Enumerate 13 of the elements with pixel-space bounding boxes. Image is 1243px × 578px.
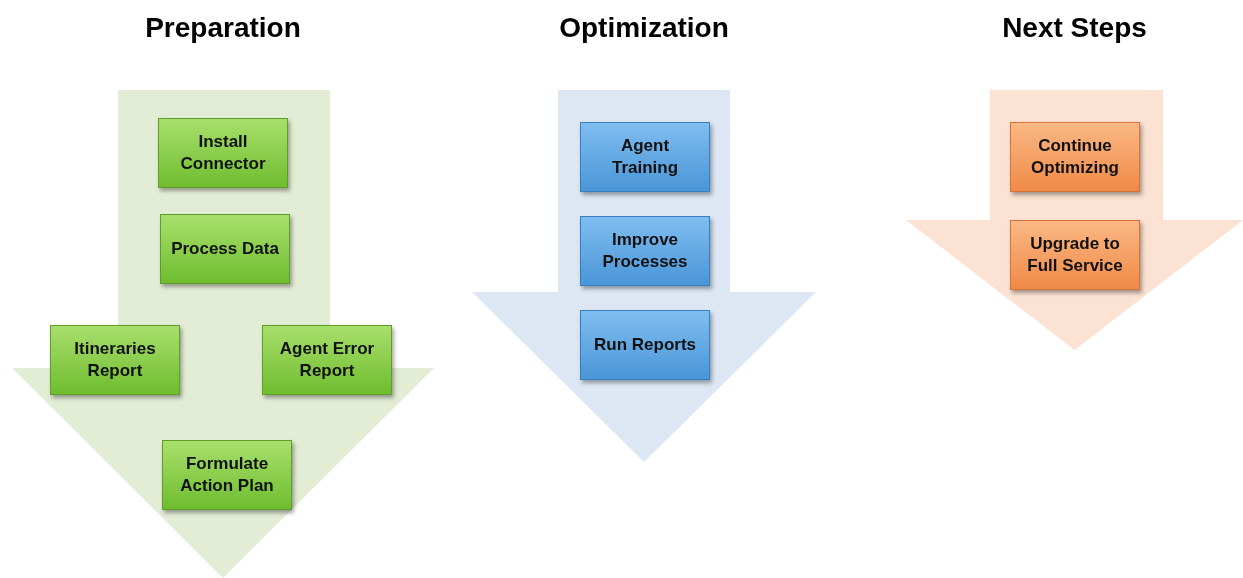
process-box: Process Data xyxy=(160,214,290,284)
process-box: Formulate Action Plan xyxy=(162,440,292,510)
process-box: Agent Error Report xyxy=(262,325,392,395)
section-heading: Optimization xyxy=(558,12,730,44)
process-box: Continue Optimizing xyxy=(1010,122,1140,192)
process-box: Run Reports xyxy=(580,310,710,380)
process-box: Install Connector xyxy=(158,118,288,188)
process-box: Improve Processes xyxy=(580,216,710,286)
process-box: Upgrade to Full Service xyxy=(1010,220,1140,290)
section-heading: Next Steps xyxy=(1001,12,1148,44)
process-box: Itineraries Report xyxy=(50,325,180,395)
process-box: Agent Training xyxy=(580,122,710,192)
section-heading: Preparation xyxy=(144,12,302,44)
